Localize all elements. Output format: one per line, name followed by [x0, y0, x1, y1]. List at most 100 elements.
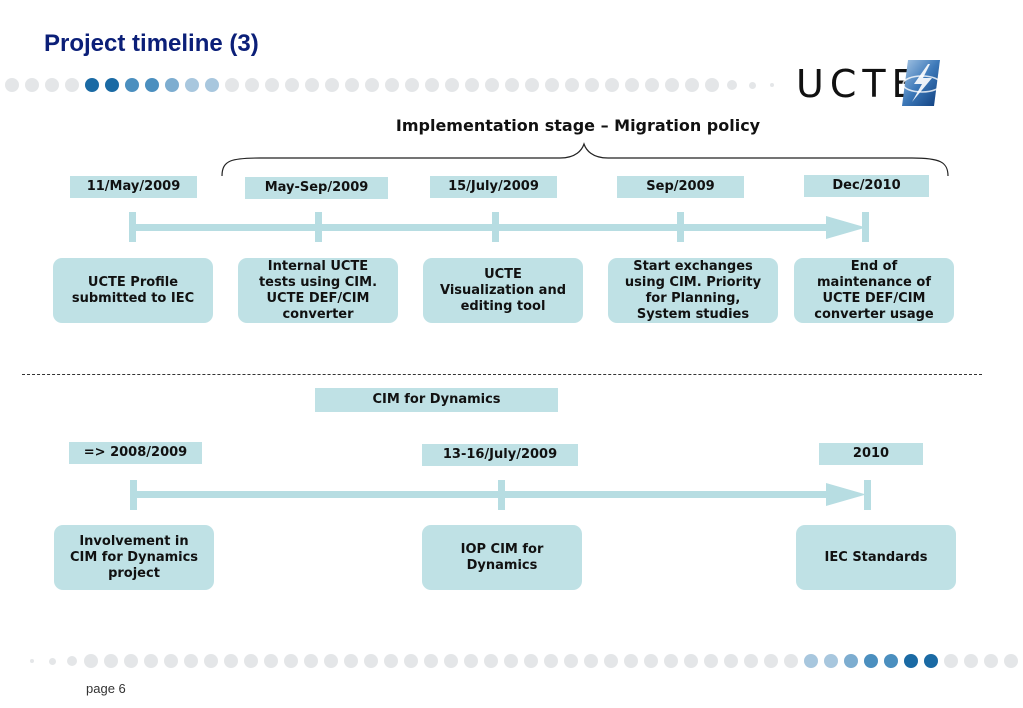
timeline-1: [129, 212, 869, 242]
top-band-dot: [665, 78, 679, 92]
timeline-1-tick-5: [862, 212, 869, 242]
top-band-dot: [325, 78, 339, 92]
top-band-dot: [565, 78, 579, 92]
top-band-dot: [45, 78, 59, 92]
dynamics-text-3: IEC Standards: [824, 549, 928, 565]
dynamics-box-3: IEC Standards: [796, 525, 956, 590]
milestone-date-4: Sep/2009: [617, 176, 744, 198]
top-band-dot: [727, 80, 737, 90]
top-band-dot: [770, 83, 774, 87]
ucte-logo-text: UCTE: [796, 62, 922, 106]
bottom-band-dot: [984, 654, 998, 668]
top-band-dot: [225, 78, 239, 92]
milestone-text-1: UCTE Profile submitted to IEC: [71, 274, 195, 306]
top-band-dot: [705, 78, 719, 92]
bottom-band-dot: [424, 654, 438, 668]
slide-title: Project timeline (3): [44, 30, 259, 57]
bottom-band-dot: [584, 654, 598, 668]
bottom-band-dot: [744, 654, 758, 668]
bottom-band-dot: [524, 654, 538, 668]
bottom-band-dot: [48, 657, 56, 665]
bottom-band-dot: [224, 654, 238, 668]
bottom-band-dot: [104, 654, 118, 668]
milestone-box-5: End of maintenance of UCTE DEF/CIM conve…: [794, 258, 954, 323]
top-band-dot: [385, 78, 399, 92]
top-band-dot: [525, 78, 539, 92]
page-number: page 6: [86, 681, 126, 696]
milestone-text-2: Internal UCTE tests using CIM. UCTE DEF/…: [258, 258, 378, 322]
bottom-band-dot: [264, 654, 278, 668]
top-band-dot: [165, 78, 179, 92]
top-band-dot: [748, 81, 756, 89]
bottom-band-dot: [824, 654, 838, 668]
milestone-text-4: Start exchanges using CIM. Priority for …: [624, 258, 762, 322]
top-band-dot: [485, 78, 499, 92]
timeline-2-tick-2: [498, 480, 505, 510]
timeline-1-tick-3: [492, 212, 499, 242]
top-band-dot: [245, 78, 259, 92]
milestone-date-2: May-Sep/2009: [245, 177, 388, 199]
bottom-band-dot: [284, 654, 298, 668]
bottom-band-dot: [944, 654, 958, 668]
top-band-dot: [5, 78, 19, 92]
top-band-dot: [645, 78, 659, 92]
top-band-dot: [125, 78, 139, 92]
bottom-band-dot: [124, 654, 138, 668]
bottom-band-dot: [644, 654, 658, 668]
dynamics-text-1: Involvement in CIM for Dynamics project: [69, 533, 199, 581]
top-band-dot: [625, 78, 639, 92]
dynamics-date-2: 13-16/July/2009: [422, 444, 578, 466]
top-band-dot: [465, 78, 479, 92]
top-band-dot: [685, 78, 699, 92]
top-band-dot: [205, 78, 219, 92]
timeline-1-tick-2: [315, 212, 322, 242]
bottom-band-dot: [1004, 654, 1018, 668]
bottom-band-dot: [464, 654, 478, 668]
top-band-dot: [305, 78, 319, 92]
bottom-band-dot: [30, 659, 34, 663]
milestone-box-4: Start exchanges using CIM. Priority for …: [608, 258, 778, 323]
bottom-band-dot: [924, 654, 938, 668]
milestone-box-3: UCTE Visualization and editing tool: [423, 258, 583, 323]
top-band-dot: [545, 78, 559, 92]
milestone-text-3: UCTE Visualization and editing tool: [439, 266, 567, 314]
bottom-band-dot: [804, 654, 818, 668]
top-band-dot: [85, 78, 99, 92]
bottom-band-dot: [444, 654, 458, 668]
bottom-band-dot: [484, 654, 498, 668]
top-band-dot: [425, 78, 439, 92]
dynamics-date-1: => 2008/2009: [69, 442, 202, 464]
bottom-band-dot: [664, 654, 678, 668]
timeline-1-tick-1: [129, 212, 136, 242]
dynamics-date-3: 2010: [819, 443, 923, 465]
ucte-lightning-logo-icon: [902, 60, 942, 106]
bottom-band-dot: [684, 654, 698, 668]
milestone-text-5: End of maintenance of UCTE DEF/CIM conve…: [814, 258, 934, 322]
dynamics-text-2: IOP CIM for Dynamics: [460, 541, 544, 573]
dynamics-box-2: IOP CIM for Dynamics: [422, 525, 582, 590]
bottom-band-dot: [324, 654, 338, 668]
bottom-band-dot: [184, 654, 198, 668]
section-divider: [22, 374, 982, 375]
bottom-band-dot: [144, 654, 158, 668]
timeline-2: [130, 480, 871, 510]
bottom-band-dot: [764, 654, 778, 668]
bottom-band-dot: [544, 654, 558, 668]
cim-dynamics-heading: CIM for Dynamics: [315, 388, 558, 412]
implementation-stage-heading: Implementation stage – Migration policy: [395, 116, 761, 135]
bottom-band-dot: [504, 654, 518, 668]
bottom-band-dot: [904, 654, 918, 668]
bottom-band-dot: [864, 654, 878, 668]
bottom-band-dot: [964, 654, 978, 668]
timeline-2-tick-3: [864, 480, 871, 510]
milestone-date-5: Dec/2010: [804, 175, 929, 197]
dynamics-box-1: Involvement in CIM for Dynamics project: [54, 525, 214, 590]
timeline-2-tick-1: [130, 480, 137, 510]
bottom-band-dot: [564, 654, 578, 668]
top-band-dot: [505, 78, 519, 92]
bottom-band-dot: [304, 654, 318, 668]
top-band-dot: [405, 78, 419, 92]
bottom-band-dot: [404, 654, 418, 668]
bottom-band-dot: [704, 654, 718, 668]
